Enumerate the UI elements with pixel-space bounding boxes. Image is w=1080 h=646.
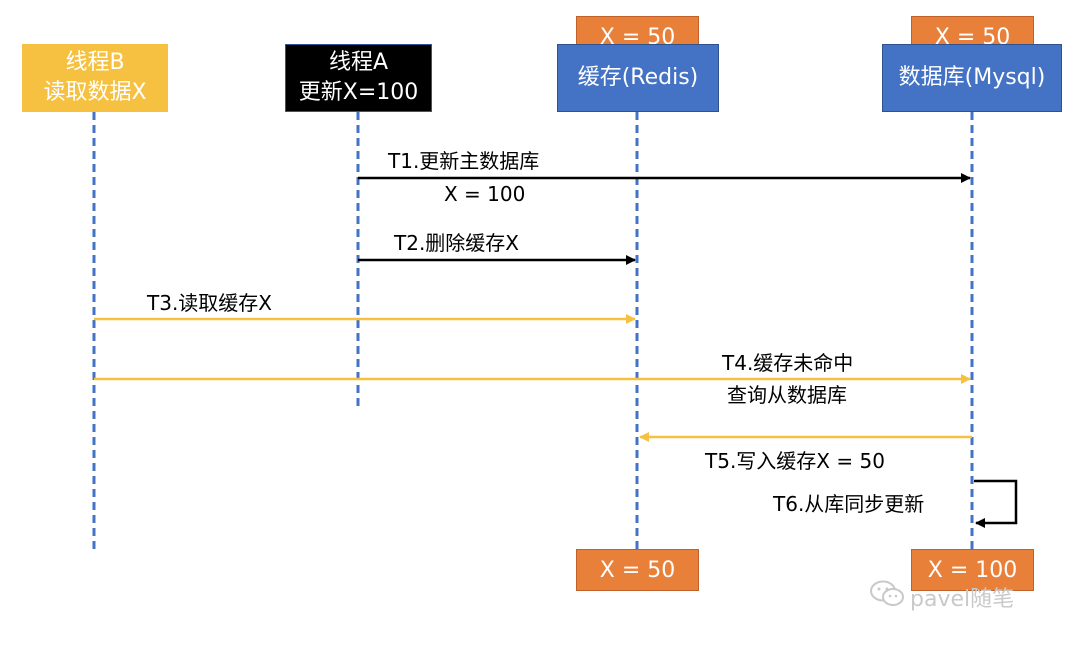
- db-final-value-badge: X = 100: [911, 549, 1034, 591]
- cache-final-value-badge: X = 50: [576, 549, 699, 591]
- db-label: 数据库(Mysql): [898, 65, 1046, 90]
- wechat-icon: [870, 580, 906, 614]
- thread-a-name: 线程A: [328, 50, 389, 75]
- step-t2-label: T2.删除缓存X: [394, 231, 519, 255]
- thread-b-actor: 线程B 读取数据X: [22, 44, 168, 112]
- step-t4-detail: 查询从数据库: [727, 383, 847, 407]
- watermark: pavel随笔: [870, 580, 1014, 614]
- step-t6-label: T6.从库同步更新: [773, 492, 925, 516]
- cache-label: 缓存(Redis): [577, 65, 699, 90]
- thread-a-action: 更新X=100: [298, 80, 419, 105]
- step-t1-value: X = 100: [444, 182, 526, 206]
- step-t3-label: T3.读取缓存X: [147, 291, 272, 315]
- thread-b-action: 读取数据X: [43, 80, 147, 105]
- db-actor: 数据库(Mysql): [882, 44, 1062, 112]
- cache-actor: 缓存(Redis): [557, 44, 719, 112]
- thread-b-name: 线程B: [65, 50, 125, 75]
- step-t4-label: T4.缓存未命中: [722, 351, 854, 375]
- step-t5-label: T5.写入缓存X = 50: [705, 449, 885, 473]
- arrow-t6-self-loop: [974, 479, 1018, 528]
- thread-a-actor: 线程A 更新X=100: [285, 44, 432, 112]
- step-t1-label: T1.更新主数据库: [388, 149, 540, 173]
- watermark-text: pavel随笔: [910, 587, 1015, 612]
